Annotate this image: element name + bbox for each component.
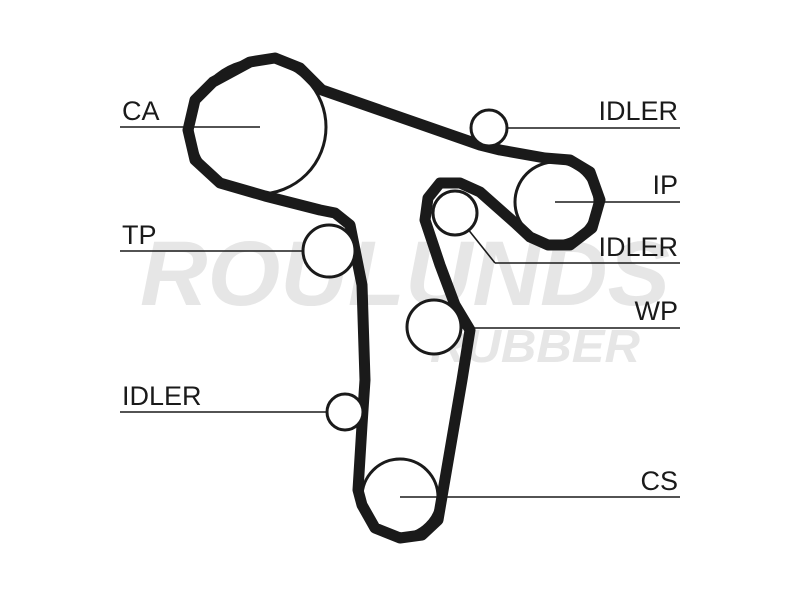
pulley-wp bbox=[405, 298, 463, 356]
pulleys bbox=[190, 58, 597, 537]
pulley-idler-mid bbox=[431, 189, 479, 237]
labels: CA IDLER IP TP IDLER WP IDLER CS bbox=[122, 96, 678, 496]
label-cs: CS bbox=[640, 466, 678, 496]
label-idler-mid: IDLER bbox=[598, 232, 678, 262]
leader-lines bbox=[120, 126, 680, 498]
label-wp: WP bbox=[635, 296, 679, 326]
pulley-ip bbox=[513, 160, 597, 244]
pulley-idler-left bbox=[325, 392, 365, 432]
pulley-idler-top bbox=[469, 108, 509, 148]
label-tp: TP bbox=[122, 220, 157, 250]
label-idler-top: IDLER bbox=[598, 96, 678, 126]
watermark-line1: ROULUNDS bbox=[140, 223, 670, 325]
pulley-cs bbox=[360, 457, 440, 537]
pulley-ca bbox=[190, 58, 328, 196]
label-ip: IP bbox=[652, 170, 678, 200]
label-idler-left: IDLER bbox=[122, 381, 202, 411]
pulley-tp bbox=[301, 223, 357, 279]
watermark: ROULUNDS RUBBER bbox=[140, 223, 670, 372]
label-ca: CA bbox=[122, 96, 160, 126]
belt-outer-loop bbox=[182, 52, 606, 544]
belt bbox=[182, 52, 606, 544]
